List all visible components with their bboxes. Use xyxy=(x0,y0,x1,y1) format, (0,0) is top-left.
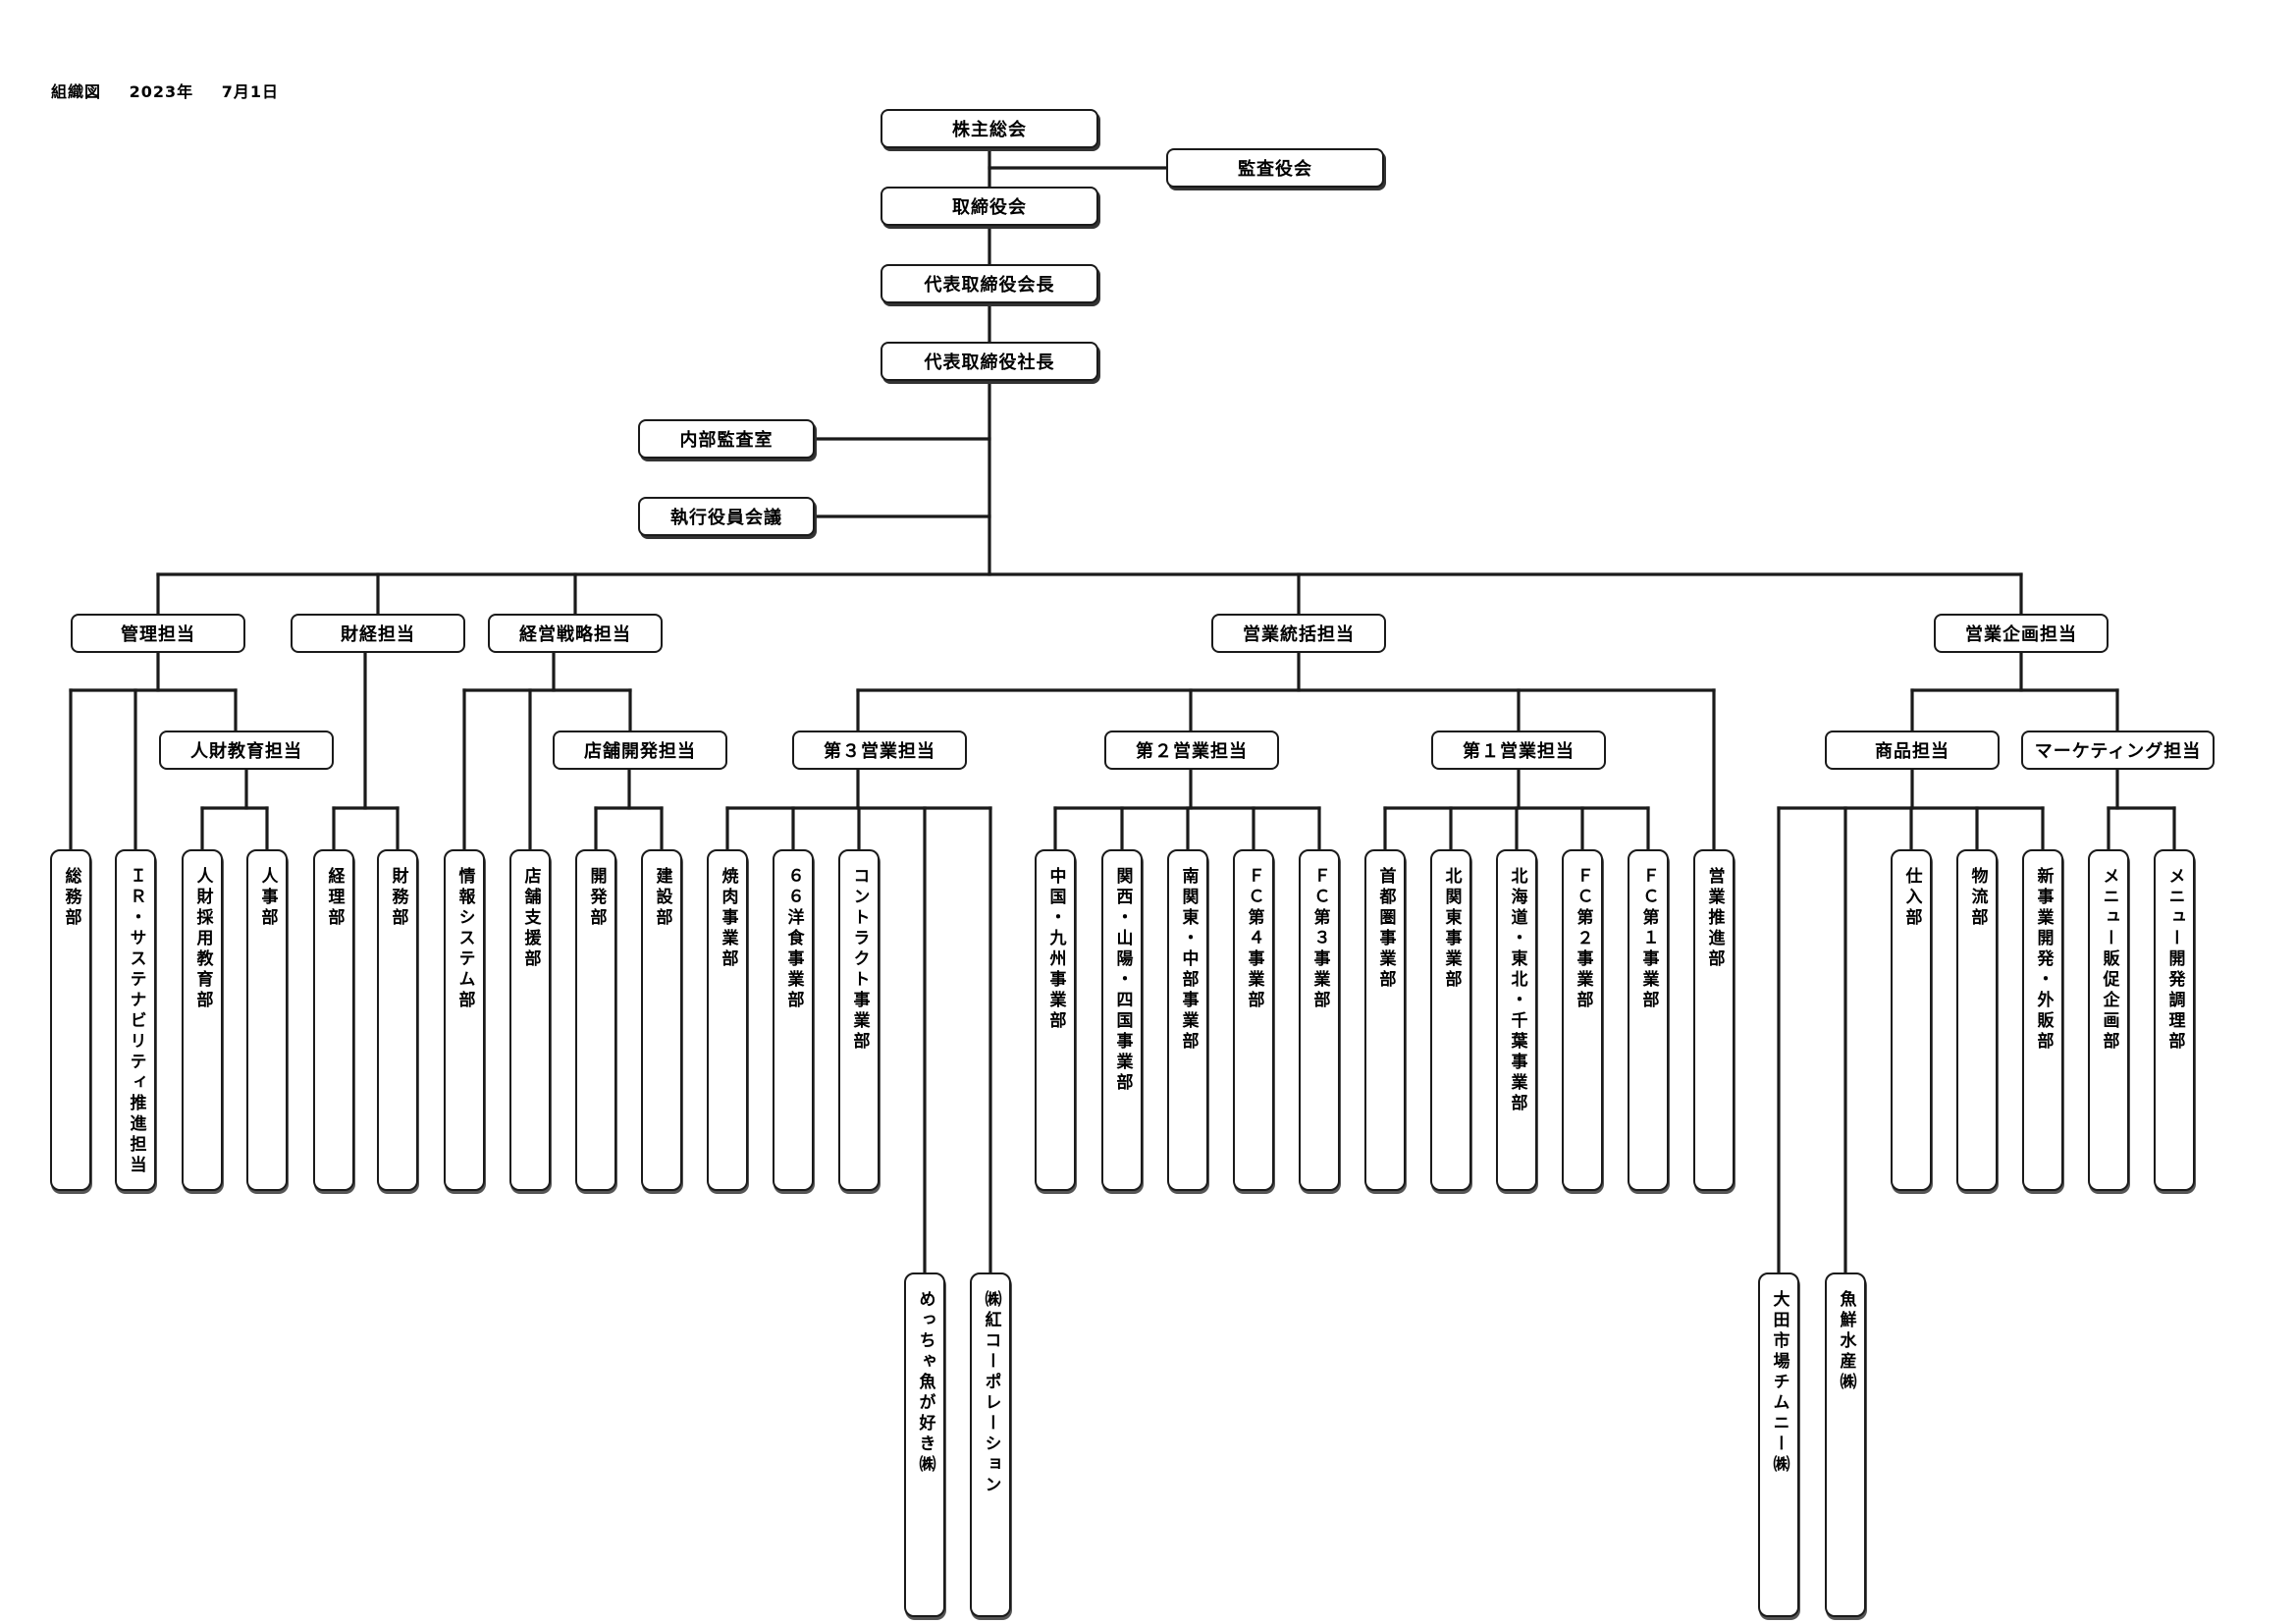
dept-menu-kaihatsu: メニュー開発調理部 xyxy=(2154,849,2195,1191)
dept-label: ＦＣ第１事業部 xyxy=(1638,867,1659,1011)
dept-butsuryu: 物流部 xyxy=(1956,849,1998,1191)
dept-label: 焼肉事業部 xyxy=(718,867,738,970)
dept-label: 魚鮮水産㈱ xyxy=(1836,1290,1856,1393)
dept-label: ＩＲ・サステナビリティ推進担当 xyxy=(126,867,146,1176)
dept-kensetsu: 建設部 xyxy=(641,849,682,1191)
dept-contract: コントラクト事業部 xyxy=(838,849,880,1191)
dept-label: 人財採用教育部 xyxy=(192,867,213,1011)
dept-yakiniku: 焼肉事業部 xyxy=(707,849,748,1191)
dept-label: メニュー開発調理部 xyxy=(2164,867,2185,1053)
dept-label: 経理部 xyxy=(324,867,345,929)
node-eigyo-kikaku: 営業企画担当 xyxy=(1934,614,2109,653)
node-board: 取締役会 xyxy=(881,187,1098,226)
dept-kita-kanto: 北関東事業部 xyxy=(1430,849,1471,1191)
dept-kaihatsu: 開発部 xyxy=(575,849,616,1191)
dept-label: 総務部 xyxy=(61,867,81,929)
dept-label: ㈱紅コーポレーション xyxy=(981,1290,1001,1496)
dept-label: 物流部 xyxy=(1967,867,1988,929)
dept-label: ６６洋食事業部 xyxy=(783,867,804,1011)
dept-chugoku: 中国・九州事業部 xyxy=(1035,849,1076,1191)
dept-label: 南関東・中部事業部 xyxy=(1178,867,1199,1053)
node-exec-council: 執行役員会議 xyxy=(638,497,815,536)
dept-somu: 総務部 xyxy=(50,849,91,1191)
title-label: 組織図 xyxy=(51,82,102,101)
dept-shutoken: 首都圏事業部 xyxy=(1364,849,1406,1191)
dept-keiri: 経理部 xyxy=(313,849,354,1191)
dept-label: 首都圏事業部 xyxy=(1375,867,1396,991)
dept-gyosen: 魚鮮水産㈱ xyxy=(1825,1272,1866,1617)
dept-label: 関西・山陽・四国事業部 xyxy=(1112,867,1133,1094)
dept-zaimu: 財務部 xyxy=(377,849,418,1191)
dept-label: 建設部 xyxy=(652,867,672,929)
dept-hokkaido: 北海道・東北・千葉事業部 xyxy=(1496,849,1537,1191)
node-zaikei: 財経担当 xyxy=(291,614,465,653)
dept-label: ＦＣ第３事業部 xyxy=(1309,867,1330,1011)
dept-tenpo-shien: 店舗支援部 xyxy=(509,849,551,1191)
dept-fc4: ＦＣ第４事業部 xyxy=(1233,849,1274,1191)
node-auditors: 監査役会 xyxy=(1166,148,1384,188)
dept-label: 中国・九州事業部 xyxy=(1045,867,1066,1032)
node-eigyo1: 第１営業担当 xyxy=(1431,731,1606,770)
dept-label: 北関東事業部 xyxy=(1441,867,1462,991)
dept-kansai: 関西・山陽・四国事業部 xyxy=(1101,849,1143,1191)
dept-fc2: ＦＣ第２事業部 xyxy=(1562,849,1603,1191)
node-president: 代表取締役社長 xyxy=(881,342,1098,381)
node-eigyo-tokatsu: 営業統括担当 xyxy=(1211,614,1386,653)
node-keiei: 経営戦略担当 xyxy=(488,614,663,653)
title-year: 2023年 xyxy=(129,82,194,101)
chart-title: 組織図 2023年 7月1日 xyxy=(51,79,300,102)
dept-minami-kanto: 南関東・中部事業部 xyxy=(1167,849,1208,1191)
dept-ota: 大田市場チムニー㈱ xyxy=(1758,1272,1799,1617)
dept-label: めっちゃ魚が好き㈱ xyxy=(915,1290,935,1476)
dept-label: 北海道・東北・千葉事業部 xyxy=(1507,867,1527,1114)
dept-label: 開発部 xyxy=(586,867,607,929)
dept-ir: ＩＲ・サステナビリティ推進担当 xyxy=(115,849,156,1191)
node-marketing: マーケティング担当 xyxy=(2021,731,2215,770)
dept-menu-hansoku: メニュー販促企画部 xyxy=(2088,849,2129,1191)
dept-joho: 情報システム部 xyxy=(444,849,485,1191)
node-tenpo-kaihatsu: 店舗開発担当 xyxy=(553,731,727,770)
node-shohin: 商品担当 xyxy=(1825,731,2000,770)
dept-label: コントラクト事業部 xyxy=(849,867,870,1053)
dept-eigyo-suishin: 営業推進部 xyxy=(1693,849,1735,1191)
dept-label: 大田市場チムニー㈱ xyxy=(1769,1290,1789,1476)
node-eigyo3: 第３営業担当 xyxy=(792,731,967,770)
node-internal-audit: 内部監査室 xyxy=(638,419,815,459)
title-date: 7月1日 xyxy=(221,82,279,101)
dept-hanabeni: ㈱紅コーポレーション xyxy=(970,1272,1011,1617)
node-eigyo2: 第２営業担当 xyxy=(1104,731,1279,770)
node-shareholders: 株主総会 xyxy=(881,109,1098,148)
dept-fc3: ＦＣ第３事業部 xyxy=(1299,849,1340,1191)
node-jinzai-kyoiku: 人財教育担当 xyxy=(159,731,334,770)
dept-jinji: 人事部 xyxy=(246,849,288,1191)
dept-label: 仕入部 xyxy=(1901,867,1922,929)
dept-meccha: めっちゃ魚が好き㈱ xyxy=(904,1272,945,1617)
dept-label: メニュー販促企画部 xyxy=(2099,867,2119,1053)
node-chairman: 代表取締役会長 xyxy=(881,264,1098,303)
dept-label: 人事部 xyxy=(257,867,278,929)
dept-label: 新事業開発・外販部 xyxy=(2033,867,2054,1053)
dept-label: ＦＣ第２事業部 xyxy=(1573,867,1593,1011)
dept-shiire: 仕入部 xyxy=(1891,849,1932,1191)
node-kanri: 管理担当 xyxy=(71,614,245,653)
dept-label: 財務部 xyxy=(388,867,408,929)
dept-fc1: ＦＣ第１事業部 xyxy=(1628,849,1669,1191)
dept-shinjigyo: 新事業開発・外販部 xyxy=(2022,849,2063,1191)
dept-jinzai-saiyo: 人財採用教育部 xyxy=(182,849,223,1191)
dept-yoshoku66: ６６洋食事業部 xyxy=(773,849,814,1191)
dept-label: 営業推進部 xyxy=(1704,867,1725,970)
dept-label: 情報システム部 xyxy=(454,867,475,1011)
dept-label: ＦＣ第４事業部 xyxy=(1244,867,1264,1011)
dept-label: 店舗支援部 xyxy=(520,867,541,970)
